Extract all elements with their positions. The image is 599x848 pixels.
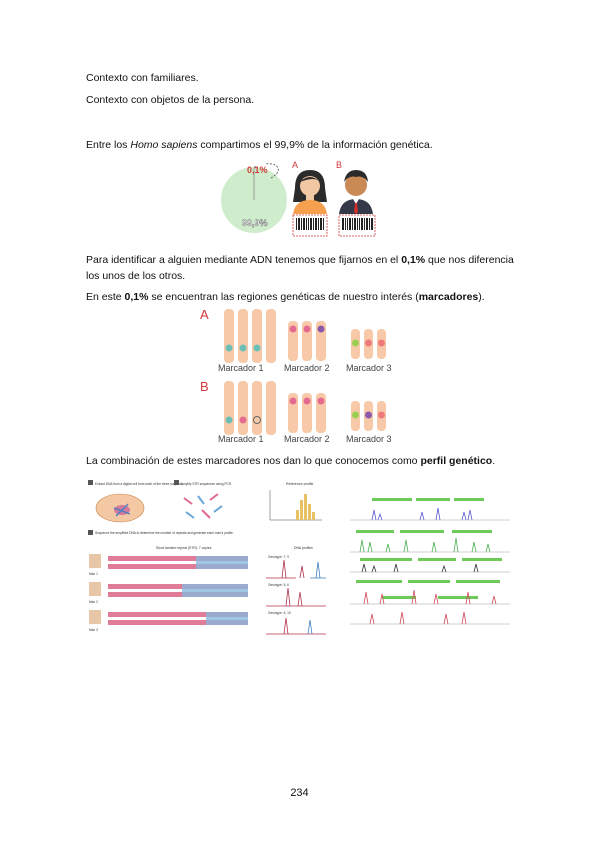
text-segment: Para identificar a alguien mediante ADN … [86,254,402,266]
alleles-b-marker2 [289,397,325,405]
alleles-a-marker3 [352,339,385,347]
lane-4 [350,580,510,605]
man3-profile-peaks [266,617,326,635]
man2-profile-peaks [266,587,326,607]
page-number: 234 [290,787,309,799]
markers-line: En este 0,1% se encuentran las regiones … [86,289,485,305]
marker2-label-b: Marcador 2 [284,434,330,444]
chromosome-group-b-marker1 [224,381,276,435]
man1-photo [89,554,101,568]
woman-avatar-icon [293,170,327,214]
marker1-label-a: Marcador 1 [218,363,264,373]
dna-profiles-label: DNA profiles [294,546,313,550]
man3-str-strand-top [108,612,248,617]
homo-sapiens-line: Entre los Homo sapiens compartimos el 99… [86,137,433,153]
context-family-line: Contexto con familiares. [86,70,199,86]
man1-flank [196,556,248,569]
step1-text: Extract DNA from a digital cell from eac… [95,482,184,486]
pie-slice-arrow [264,163,279,179]
text-segment: compartimos el 99,9% de la información g… [197,139,433,151]
step2-text: Amplify STR sequences using PCR [181,482,232,486]
large-percentage-label: 99,9% [242,218,268,228]
man2-str-strand-top [108,584,248,589]
lane-5 [350,611,510,625]
identify-paragraph: Para identificar a alguien mediante ADN … [86,252,516,284]
text-segment: Entre los [86,139,131,151]
reference-histogram [269,490,322,521]
lane-3 [350,558,510,573]
short-repeat-label: Short tandem repeat (STR): 7 copies [156,546,212,550]
man-avatar-icon [339,170,373,214]
barcode-a-icon [292,214,328,237]
pcr-fragments-icon [183,493,223,519]
genetic-difference-figure: 0,1% 99,9% A B [221,160,376,237]
text-segment: que nos diferencia los unos de los otros… [86,254,514,282]
person-a-label: A [292,160,298,170]
lane-2 [350,530,510,553]
group-b-label: B [200,379,209,394]
person-b-label: B [336,160,342,170]
context-family-text: Contexto con familiares. [86,72,199,84]
text-segment: En este [86,291,125,303]
chromosome-group-a-marker3 [351,329,386,359]
electropherogram-panel [350,498,510,625]
text-segment: La combinación de estes marcadores nos d… [86,455,421,467]
man1-genotype: Genotype: 7, 9 [268,555,289,559]
species-name: Homo sapiens [130,139,198,151]
emphasis-markers: marcadores [418,291,479,303]
alleles-b-marker1 [225,416,261,424]
group-a-label: A [200,307,209,322]
man3-photo [89,610,101,624]
man1-str-strand-bottom [108,564,248,569]
chromosome-x-icon [113,503,131,517]
man2-photo [89,582,101,596]
str-profiling-diagram: Extract DNA from a digital cell from eac… [88,480,326,635]
context-objects-text: Contexto con objetos de la persona. [86,94,255,106]
text-segment: . [492,455,496,467]
genetic-profile-line: La combinación de estes marcadores nos d… [86,453,495,469]
marker1-label-b: Marcador 1 [218,434,264,444]
alleles-a-marker1 [225,344,261,352]
chromosome-group-a-marker1 [224,309,276,363]
marker2-label-a: Marcador 2 [284,363,330,373]
emphasis-percentage: 0,1% [401,254,426,266]
man1-profile-peaks [266,559,305,579]
text-segment: se encuentran las regiones genéticas de … [148,291,419,303]
man3-label: Man 3 [89,628,98,632]
man1-label: Man 1 [89,572,98,576]
step3-text: Sequence the amplified DNA to determine … [95,531,234,535]
man1-str-strand-top [108,556,248,561]
man2-genotype: Genotype: 5, 6 [268,583,289,587]
lane-1 [350,498,510,521]
alleles-a-marker2 [289,325,325,333]
man3-str-strand-bottom [108,620,248,625]
marker3-label-b: Marcador 3 [346,434,392,444]
alleles-b-marker3 [352,411,385,419]
emphasis-percentage: 0,1% [124,291,149,303]
emphasis-genetic-profile: perfil genético [420,455,493,467]
barcode-b-icon [338,214,376,237]
small-percentage-label: 0,1% [247,165,268,175]
reference-profile-title: Reference profile [286,482,313,486]
man2-label: Man 2 [89,600,98,604]
text-segment: ). [478,291,485,303]
marker3-label-a: Marcador 3 [346,363,392,373]
chromosome-markers-figure: A B Marcador 1 Marcador 2 Marcador 3 [200,307,392,444]
man2-str-strand-bottom [108,592,248,597]
context-objects-line: Contexto con objetos de la persona. [86,92,254,108]
man3-genotype: Genotype: 5, 10 [268,611,291,615]
